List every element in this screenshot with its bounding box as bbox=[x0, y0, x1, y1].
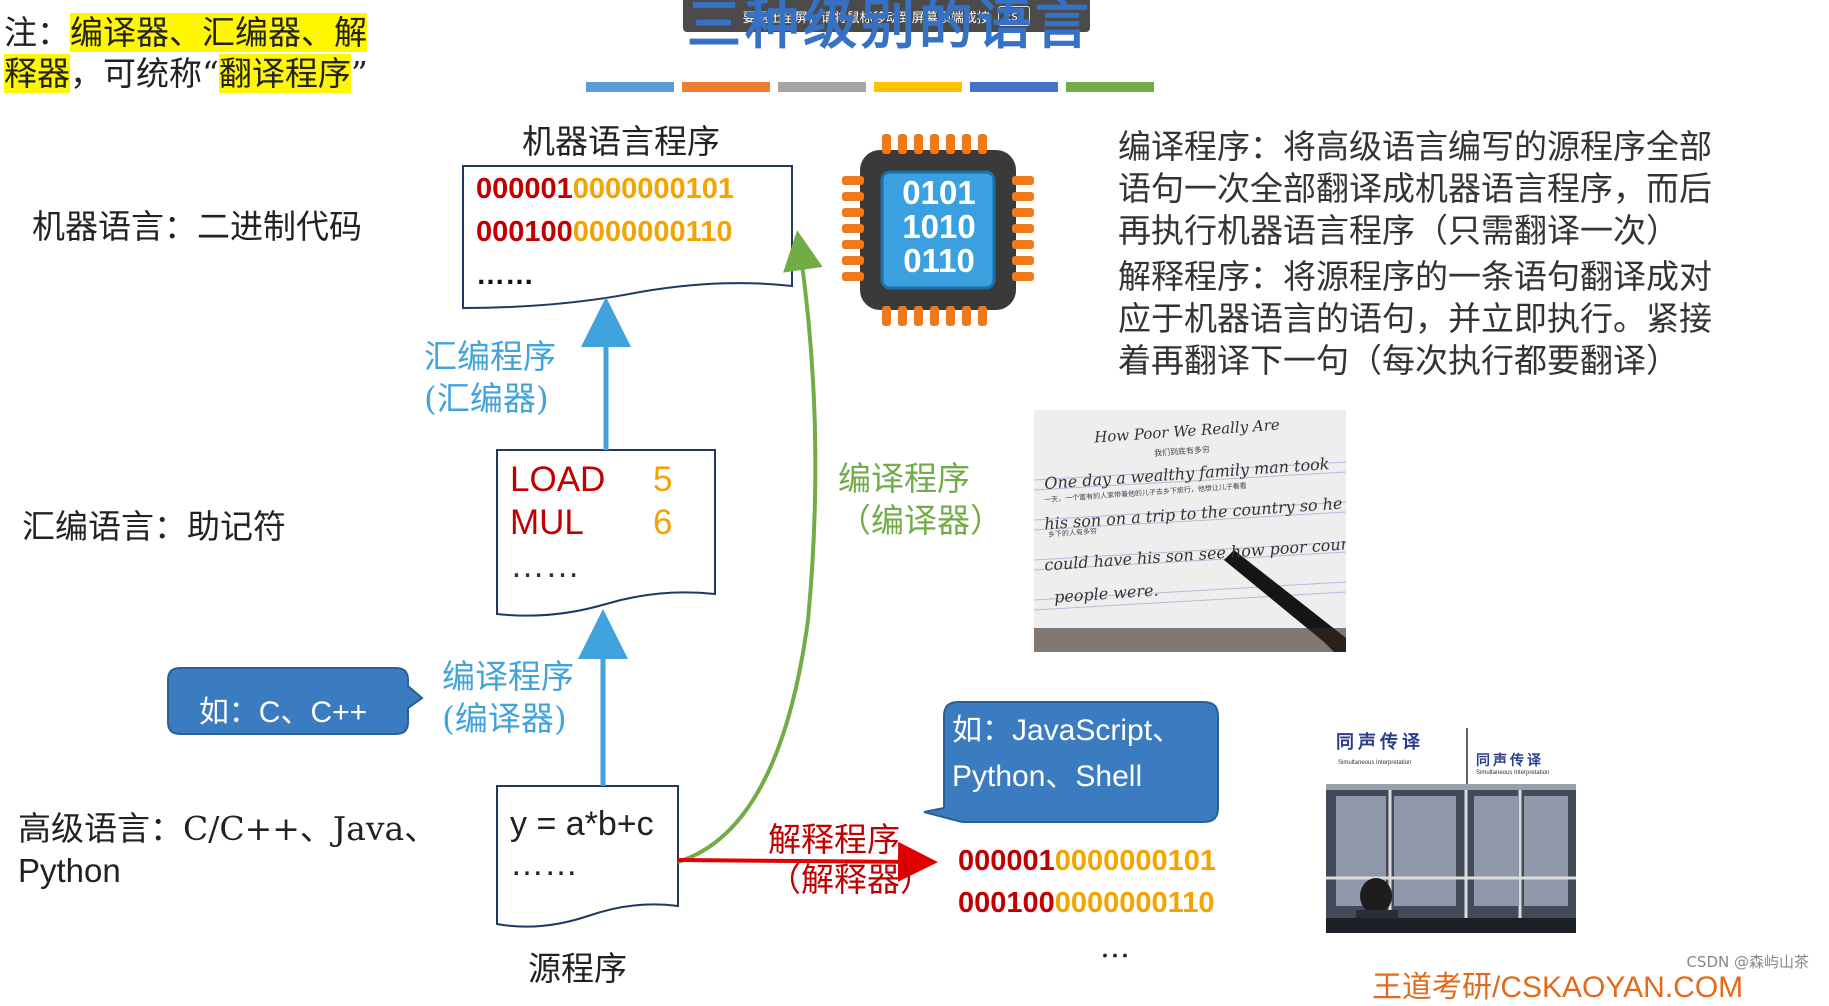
asm-op-load: LOAD bbox=[510, 460, 606, 499]
compiler-label-green: 编译程序 （编译器） bbox=[838, 458, 1003, 542]
callout-js-line2: Python、Shell bbox=[952, 760, 1143, 793]
compiler-low-line1: 编译程序 bbox=[442, 657, 574, 696]
machine-line2-opcode: 000100 bbox=[476, 216, 573, 248]
high-level-language-label: 高级语言：C/C++、Java、 Python bbox=[18, 808, 437, 892]
interpreter-label-line2: （解释器） bbox=[768, 860, 933, 899]
stripe-3 bbox=[778, 82, 866, 92]
esc-key-hint[interactable]: Esc bbox=[997, 6, 1031, 26]
interp-line1-operand: 0000000101 bbox=[1054, 845, 1217, 877]
note-quote-open: “ bbox=[202, 54, 219, 93]
chip-row-3: 0110 bbox=[903, 242, 975, 279]
callout-c-bubble bbox=[167, 667, 424, 735]
stripe-1 bbox=[586, 82, 674, 92]
callout-js-bubble bbox=[923, 701, 1219, 823]
translation-diagram bbox=[167, 134, 1219, 928]
machine-program-box bbox=[462, 165, 793, 310]
booth-sign-right-en: Simultaneous Interpretation bbox=[1476, 770, 1550, 776]
interpreter-label: 解释程序 （解释器） bbox=[768, 820, 933, 900]
machine-line2-operand: 0000000110 bbox=[572, 216, 733, 248]
callout-js-text: 如：JavaScript、 Python、Shell bbox=[944, 708, 1224, 800]
desc-interp-3: 着再翻译下一句（每次执行都要翻译） bbox=[1118, 341, 1679, 380]
note-middle: ，可统称 bbox=[70, 54, 202, 93]
handwriting-lines bbox=[1034, 410, 1346, 652]
fullscreen-notice: 要退出全屏，请将鼠标移动到屏幕顶端或按 Esc bbox=[683, 0, 1090, 32]
asm-arg-5: 5 bbox=[653, 460, 673, 499]
assembly-language-label: 汇编语言：助记符 bbox=[22, 507, 286, 546]
machine-language-label: 机器语言：二进制代码 bbox=[32, 207, 362, 246]
stripe-6 bbox=[1066, 82, 1154, 92]
interp-line1-opcode: 000001 bbox=[958, 845, 1055, 877]
chip-binary-text: 0101 1010 0110 bbox=[884, 176, 994, 278]
source-line: y = a*b+c bbox=[510, 805, 654, 843]
source-dots: …… bbox=[510, 845, 578, 883]
csdn-watermark: CSDN @森屿山茶 bbox=[1686, 953, 1809, 971]
asm-arg-6: 6 bbox=[653, 503, 673, 542]
assembler-label: 汇编程序 (汇编器) bbox=[424, 336, 556, 420]
compiler-curve-arrow bbox=[677, 230, 823, 864]
asm-op-mul: MUL bbox=[510, 503, 584, 542]
note-highlight-1: 编译器、汇编器、解 bbox=[70, 13, 367, 52]
desc-interp-1: 解释程序：将源程序的一条语句翻译成对 bbox=[1118, 257, 1712, 296]
interpreter-output: 0000010000000101 0001000000000110 bbox=[958, 840, 1216, 924]
source-program-box bbox=[496, 785, 679, 928]
slide-title: 三种级别的语言 bbox=[687, 0, 1093, 56]
booth-sign-left-en: Simultaneous Interpretation bbox=[1338, 760, 1412, 766]
translator-note: 注：编译器、汇编器、解 释器，可统称“翻译程序” bbox=[4, 12, 368, 94]
assembly-program-box bbox=[496, 449, 716, 617]
desc-compile-3: 再执行机器语言程序（只需翻译一次） bbox=[1118, 211, 1679, 250]
interpreter-booth-photo: 同声传译 Simultaneous Interpretation 同声传译 Si… bbox=[1326, 718, 1576, 933]
assembly-code: LOAD 5 MUL 6 …… bbox=[510, 458, 672, 587]
handwriting-photo: How Poor We Really Are 我们到底有多穷 One day a… bbox=[1034, 410, 1346, 652]
assembler-label-line2: (汇编器) bbox=[424, 379, 549, 418]
booth-sign-left: 同声传译 bbox=[1336, 732, 1424, 752]
compiler-low-line2: (编译器) bbox=[442, 699, 567, 738]
fullscreen-notice-text: 要退出全屏，请将鼠标移动到屏幕顶端或按 bbox=[742, 10, 990, 26]
asm-dots: …… bbox=[510, 546, 580, 585]
source-program-caption: 源程序 bbox=[528, 949, 627, 988]
translator-description: 编译程序：将高级语言编写的源程序全部 语句一次全部翻译成机器语言程序，而后 再执… bbox=[1118, 126, 1778, 382]
high-level-line-1: 高级语言：C/C++、Java、 bbox=[18, 809, 438, 848]
note-prefix: 注： bbox=[4, 13, 70, 52]
stripe-4 bbox=[874, 82, 962, 92]
interpreter-arrow bbox=[677, 841, 938, 882]
compiler-label-low: 编译程序 (编译器) bbox=[442, 656, 574, 740]
machine-line1-opcode: 000001 bbox=[476, 173, 573, 205]
booth-sign-right: 同声传译 bbox=[1476, 752, 1544, 768]
interpreter-label-line1: 解释程序 bbox=[768, 820, 900, 859]
chip-icon bbox=[842, 134, 1034, 326]
interp-line2-operand: 0000000110 bbox=[1054, 887, 1215, 919]
interp-line2-opcode: 000100 bbox=[958, 887, 1055, 919]
stripe-2 bbox=[682, 82, 770, 92]
callout-c-text: 如：C、C++ bbox=[198, 696, 368, 729]
desc-compile-2: 语句一次全部翻译成机器语言程序，而后 bbox=[1118, 169, 1712, 208]
compiler-green-line2: （编译器） bbox=[838, 501, 1003, 540]
chip-row-1: 0101 bbox=[902, 174, 976, 211]
machine-code: 0000010000000101 0001000000000110 …… bbox=[476, 168, 734, 297]
chip-row-2: 1010 bbox=[902, 208, 976, 245]
title-color-stripes bbox=[586, 82, 1154, 92]
desc-interp-2: 应于机器语言的语句，并立即执行。紧接 bbox=[1118, 299, 1712, 338]
callout-js-line1: 如：JavaScript、 bbox=[952, 714, 1183, 747]
booth-scene bbox=[1326, 718, 1576, 933]
machine-line1-operand: 0000000101 bbox=[572, 173, 735, 205]
note-highlight-3: 翻译程序 bbox=[218, 54, 351, 93]
desc-compile-1: 编译程序：将高级语言编写的源程序全部 bbox=[1118, 127, 1712, 166]
compiler-green-line1: 编译程序 bbox=[838, 459, 970, 498]
high-level-line-2: Python bbox=[18, 852, 121, 889]
note-highlight-2: 释器 bbox=[4, 54, 70, 93]
interpreter-dots: … bbox=[1100, 930, 1130, 965]
machine-program-caption: 机器语言程序 bbox=[522, 122, 720, 161]
stripe-5 bbox=[970, 82, 1058, 92]
assembler-label-line1: 汇编程序 bbox=[424, 337, 556, 376]
machine-dots: …… bbox=[476, 259, 534, 291]
source-code: y = a*b+c …… bbox=[510, 804, 654, 884]
note-quote-close: ” bbox=[350, 54, 368, 93]
